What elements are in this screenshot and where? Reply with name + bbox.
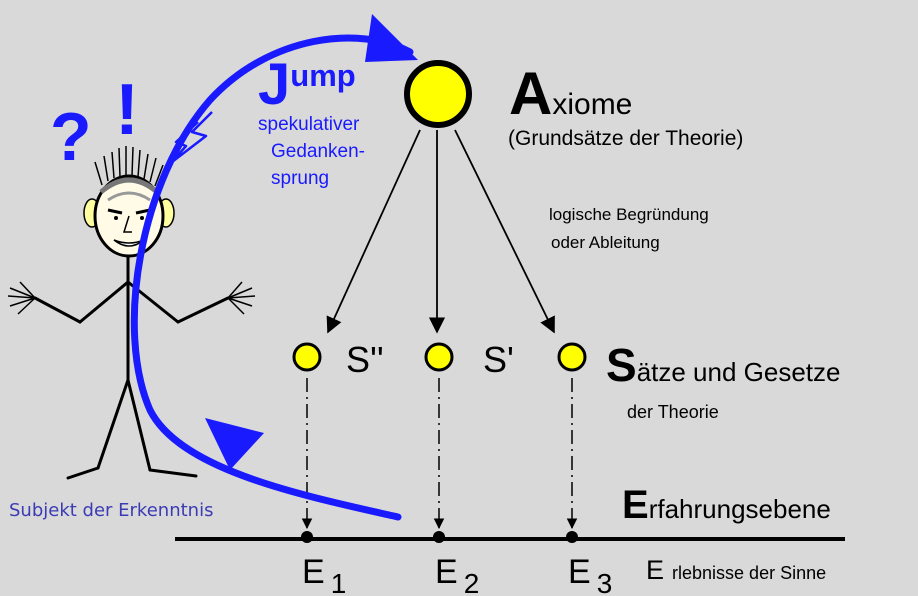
jump-arc <box>130 34 414 521</box>
theorem-node-1 <box>292 342 322 372</box>
experience-title: Erfahrungsebene <box>622 483 831 527</box>
hand-right-icon <box>227 281 256 315</box>
subject-label: Subjekt der Erkenntnis <box>9 500 213 521</box>
derivation-line2: oder Ableitung <box>551 233 660 252</box>
derivation-arrow-left <box>326 129 421 334</box>
hair-icon <box>94 146 164 187</box>
axiome-title: Axiome <box>509 60 632 127</box>
saetze-title: Sätze und Gesetze <box>606 339 841 391</box>
experience-point-2 <box>433 531 445 543</box>
s-prime: S' <box>483 339 514 380</box>
question-mark: ? <box>50 99 92 175</box>
saetze-rest: ätze und Gesetze <box>637 357 841 387</box>
senses-rest: rlebnisse der Sinne <box>672 563 826 583</box>
hand-left-icon <box>7 281 36 315</box>
e1-base: E <box>302 553 325 591</box>
jump-rest: ump <box>290 58 355 93</box>
jump-desc-line3: sprung <box>271 168 329 189</box>
theorem-node-3 <box>557 342 587 372</box>
saetze-big-letter: S <box>606 339 637 391</box>
theorem-node-2 <box>424 342 454 372</box>
experience-rest: rfahrungsebene <box>649 494 831 524</box>
exclamation-mark: ! <box>115 70 139 150</box>
experience-big-letter: E <box>622 483 649 527</box>
senses-letter: E <box>646 555 664 585</box>
experience-point-1 <box>301 531 313 543</box>
stick-figure <box>33 246 230 480</box>
e1-sub: 1 <box>331 568 347 596</box>
derivation-arrow-right <box>454 129 555 334</box>
axiome-big-letter: A <box>509 60 552 127</box>
axiome-rest: xiome <box>552 88 632 121</box>
jump-label: Jump <box>258 52 356 117</box>
derivation-line1: logische Begründung <box>549 205 709 224</box>
axiome-subtitle: (Grundsätze der Theorie) <box>508 127 743 150</box>
jump-desc-line2: Gedanken- <box>271 141 365 162</box>
e2-base: E <box>435 553 458 591</box>
jump-desc-line1: spekulativer <box>258 114 360 135</box>
jump-big-letter: J <box>258 52 290 117</box>
e3-base: E <box>568 553 591 591</box>
jump-arrowhead-bottom <box>205 418 264 470</box>
e2-sub: 2 <box>464 568 480 596</box>
experience-point-3 <box>566 531 578 543</box>
e3-sub: 3 <box>597 568 613 596</box>
jump-arrowhead-top <box>365 14 418 62</box>
axiom-node <box>404 60 472 128</box>
saetze-subtitle: der Theorie <box>627 402 719 422</box>
s-double-prime: S'' <box>346 339 384 380</box>
